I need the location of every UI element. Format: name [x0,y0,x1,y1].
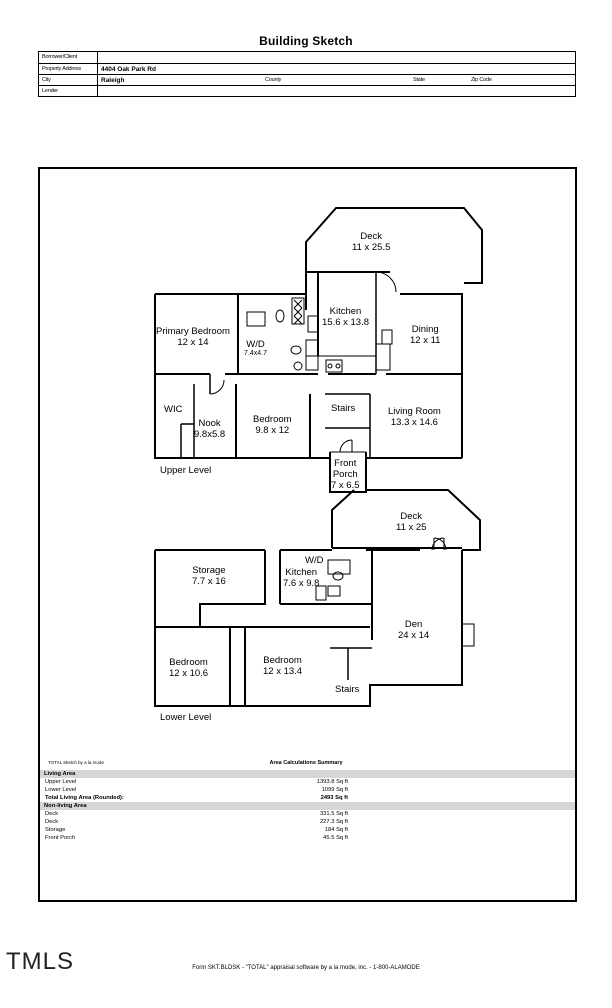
room-wd-upper: W/D 7.4x4.7 [244,339,267,358]
room-dining: Dining 12 x 11 [410,324,440,346]
room-name: Den [404,619,423,630]
room-dimensions: 9.8x5.8 [194,429,226,440]
city-label: City [42,77,51,83]
lower-level-label: Lower Level [160,712,212,723]
property-info-table: Borrower/Client Property Address 4404 Oa… [38,51,576,97]
room-dimensions: 11 x 25 [396,522,427,533]
property-row: Property Address 4404 Oak Park Rd [39,63,575,75]
tmls-logo: TMLS [6,948,75,975]
room-wic: WIC [164,404,182,415]
living-area-header: Living Area [40,770,575,778]
room-name: WIC [164,404,183,415]
room-dimensions: 15.6 x 13.8 [322,317,370,328]
lower-level-walls [154,489,481,707]
city-value: Raleigh [101,77,125,84]
room-dimensions: 12 x 14 [177,337,209,348]
room-name: W/D [246,339,265,350]
borrower-label: Borrower/Client [42,54,77,60]
room-dimensions: 12 x 11 [410,335,441,346]
upper-fixtures [209,271,397,453]
room-name: Dining [411,324,439,335]
front-porch-outline [329,452,367,493]
room-storage: Storage 7.7 x 16 [192,565,226,587]
room-primary-bedroom: Primary Bedroom 12 x 14 [156,326,230,348]
room-dimensions: 7 x 6.5 [331,480,360,491]
sketch-frame [38,167,577,902]
room-front-porch: Front Porch 7 x 6.5 [331,458,360,491]
area-summary-title: Area Calculations Summary [269,760,343,766]
room-name: Storage [192,565,226,576]
room-dimensions: 12 x 13.4 [263,666,303,677]
room-dimensions: 12 x 10.6 [169,668,209,679]
room-name: Kitchen [329,306,362,317]
upper-level-walls [154,207,483,493]
state-label: State [413,77,425,83]
room-nook: Nook 9.8x5.8 [194,418,225,440]
room-dimensions: 7.7 x 16 [192,576,226,587]
room-name: Front [334,458,357,469]
room-bedroom-lower-left: Bedroom 12 x 10.6 [169,657,208,679]
table-row: Storage 184 Sq ft [45,827,348,833]
table-row: Deck 227.3 Sq ft [45,819,348,825]
room-name: Deck [360,231,383,242]
upper-level-label: Upper Level [160,465,212,476]
room-dimensions: 24 x 14 [398,630,430,641]
room-dimensions: 7.4x4.7 [244,350,267,357]
room-name: Stairs [335,684,360,695]
room-dimensions: 13.3 x 14.6 [390,417,438,428]
room-name: Primary Bedroom [156,326,230,337]
page-title: Building Sketch [259,34,353,48]
room-name: Bedroom [253,414,292,425]
lender-row: Lender [39,85,575,97]
room-dimensions: 7.6 x 9.8 [283,578,320,589]
nonliving-area-header: Non-living Area [40,802,575,810]
total-living-row: Total Living Area (Rounded): 2493 Sq ft [45,795,348,801]
lower-fixtures [315,537,475,647]
area-summary-table: Living Area Upper Level 1393.8 Sq ft Low… [40,770,575,842]
lower-level-outline [154,550,463,707]
table-row: Deck 331.5 Sq ft [45,811,348,817]
room-name: Deck [400,511,423,522]
room-den: Den 24 x 14 [398,619,429,641]
table-row: Front Porch 45.5 Sq ft [45,835,348,841]
room-kitchen-upper: Kitchen 15.6 x 13.8 [322,306,369,328]
room-name: W/D [305,555,324,566]
room-deck-lower: Deck 11 x 25 [396,511,426,533]
room-name: Bedroom [263,655,302,666]
room-kitchen-lower: Kitchen 7.6 x 9.8 [283,567,319,589]
zip-label: Zip Code [471,77,492,83]
room-dimensions: 9.8 x 12 [255,425,290,436]
room-bedroom-upper: Bedroom 9.8 x 12 [253,414,292,436]
upper-level-outline [154,294,330,459]
room-name: Bedroom [169,657,208,668]
lower-deck-outline [331,489,355,548]
room-bedroom-lower-mid: Bedroom 12 x 13.4 [263,655,302,677]
room-stairs-lower: Stairs [335,684,359,695]
borrower-row: Borrower/Client [39,52,575,63]
table-row: Upper Level 1393.8 Sq ft [45,779,348,785]
property-address-value: 4404 Oak Park Rd [101,66,156,73]
city-row: City Raleigh County State Zip Code [39,74,575,86]
room-name: Living Room [388,406,441,417]
form-footer: Form SKT.BLDSK - "TOTAL" appraisal softw… [192,965,420,971]
room-living-room: Living Room 13.3 x 14.6 [388,406,441,428]
county-label: County [265,77,282,83]
room-name: Stairs [331,403,356,414]
room-dimensions: 11 x 25.5 [352,242,391,253]
room-name: Nook [198,418,221,429]
room-deck-upper: Deck 11 x 25.5 [352,231,390,253]
table-row: Lower Level 1099 Sq ft [45,787,348,793]
room-name: Kitchen [285,567,318,578]
property-label: Property Address [42,66,81,72]
sketch-credit: TOTAL Sketch by a la mode [48,760,104,765]
upper-deck-outline [305,207,483,284]
lender-label: Lender [42,88,58,94]
room-wd-lower: W/D [305,555,323,566]
room-stairs-upper: Stairs [331,403,355,414]
room-name: Porch [332,469,358,480]
